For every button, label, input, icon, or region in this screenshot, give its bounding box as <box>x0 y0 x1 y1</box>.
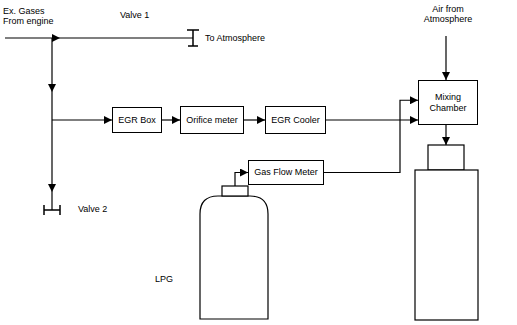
gas-cylinder: LPG <box>150 182 270 320</box>
cylinder-valve <box>222 186 248 196</box>
box-label: EGR Cooler <box>268 115 323 125</box>
egr-branch <box>52 119 112 120</box>
exhaust-branch <box>51 192 52 210</box>
process-box: Orifice meter <box>180 106 244 134</box>
cylinder-body <box>200 196 268 319</box>
cylinder-label: LPG <box>152 274 176 284</box>
flow-arrow <box>326 119 418 120</box>
cylinder-outline <box>150 182 270 320</box>
process-box: Gas Flow Meter <box>248 160 324 185</box>
valve-symbol <box>187 30 199 46</box>
process-box: Mixing Chamber <box>418 80 478 125</box>
flow-arrow <box>244 119 265 120</box>
box-label: Mixing Chamber <box>419 92 477 113</box>
outlet-label: To Atmosphere <box>205 33 285 43</box>
source-label: Ex. Gases From engine <box>3 6 61 27</box>
valve-label: Valve 2 <box>78 204 128 214</box>
flow-arrow <box>324 100 418 172</box>
inlet-label: Air from Atmosphere <box>418 4 478 25</box>
engine-block <box>415 170 478 320</box>
process-box: EGR Box <box>112 107 162 133</box>
exhaust-pipe <box>60 37 193 38</box>
air-inlet-arrow <box>445 36 446 80</box>
box-label: Orifice meter <box>183 115 241 125</box>
engine-head <box>428 145 464 170</box>
exhaust-branch <box>51 92 52 180</box>
box-label: EGR Box <box>115 115 159 125</box>
valve-symbol <box>44 205 60 215</box>
exhaust-branch <box>51 180 52 192</box>
flow-arrow <box>162 119 180 120</box>
process-box: EGR Cooler <box>265 106 326 134</box>
valve-label: Valve 1 <box>120 10 170 20</box>
intake-arrow <box>445 125 446 145</box>
box-label: Gas Flow Meter <box>251 167 321 177</box>
exhaust-branch <box>51 38 52 92</box>
flow-arrow <box>235 173 248 187</box>
